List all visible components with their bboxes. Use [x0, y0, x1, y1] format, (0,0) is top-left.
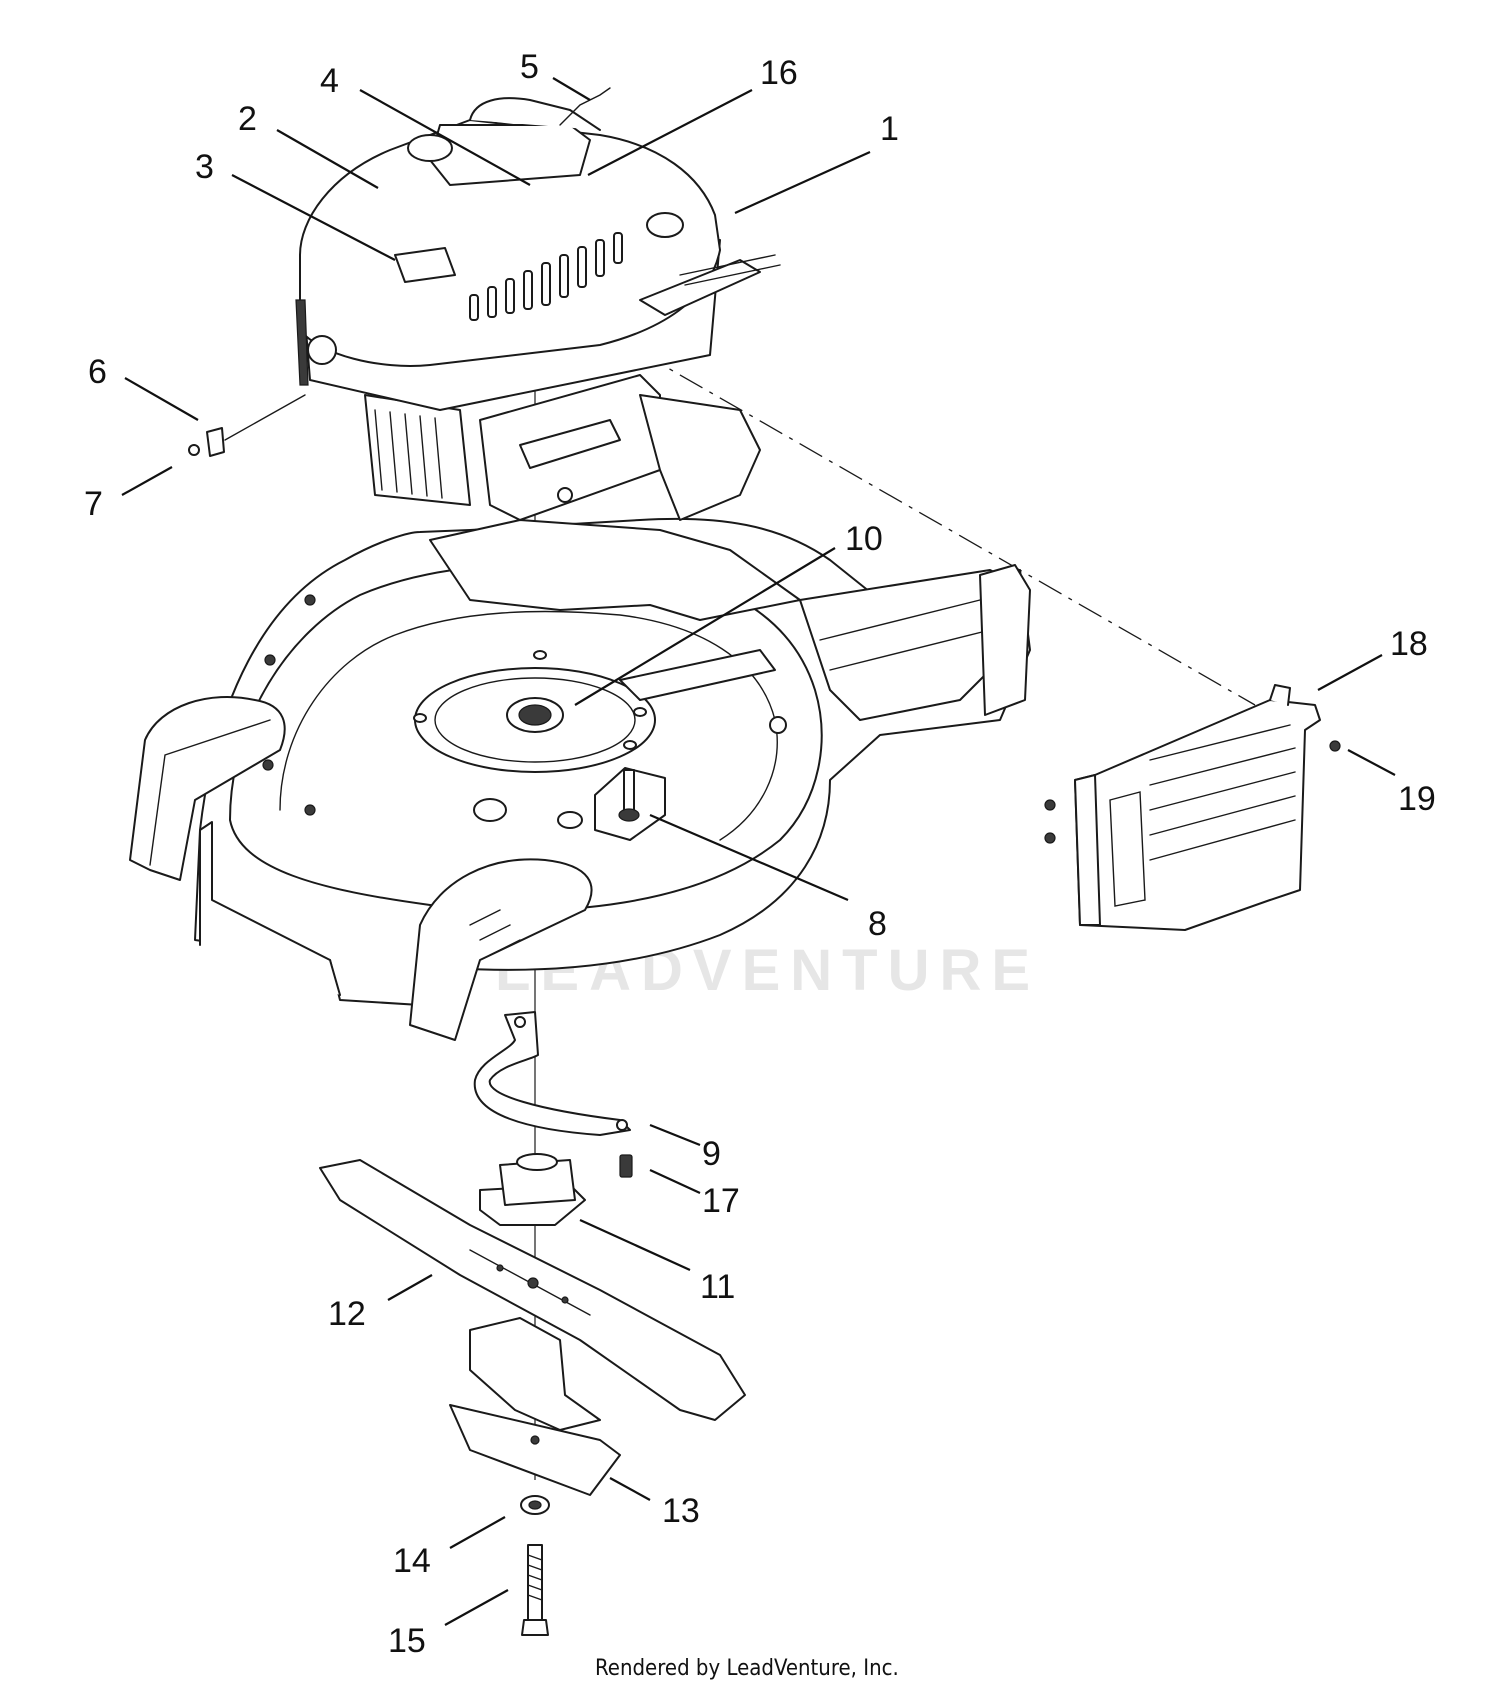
callout-14: 14: [393, 1542, 431, 1580]
part-6-axis: [224, 394, 306, 441]
callout-4: 4: [320, 62, 339, 100]
part-12-blade: [319, 1159, 746, 1421]
part-13-stiffener: [449, 1317, 621, 1496]
part-9-strap: [473, 1011, 631, 1136]
callout-12: 12: [328, 1295, 366, 1333]
part-6-bracket: [206, 427, 225, 457]
engine-assembly: [295, 87, 781, 521]
callout-15: 15: [388, 1622, 426, 1660]
callout-18: 18: [1390, 625, 1428, 663]
callout-8: 8: [868, 905, 887, 943]
part-7-screw: [188, 444, 200, 456]
callout-3: 3: [195, 148, 214, 186]
callout-labels: 1 2 3 4 5 6 7 8 9 10 11 12 13 14 15 16 1…: [84, 48, 1436, 1660]
callout-6: 6: [88, 353, 107, 391]
callout-13: 13: [662, 1492, 700, 1530]
callout-17: 17: [702, 1182, 740, 1220]
part-15-bolt: [521, 1544, 549, 1636]
part-17-screw: [619, 1154, 633, 1178]
vent-slots: [469, 232, 623, 321]
part-14-washer: [520, 1495, 550, 1515]
callout-11: 11: [700, 1268, 735, 1306]
part-18-rear-guard: [1074, 684, 1321, 931]
callout-1: 1: [880, 110, 899, 148]
credit-text: Rendered by LeadVenture, Inc.: [595, 1656, 899, 1681]
leader-lines: [121, 77, 1396, 1626]
callout-9: 9: [702, 1135, 721, 1173]
callout-5: 5: [520, 48, 539, 86]
callout-16: 16: [760, 54, 798, 92]
callout-19: 19: [1398, 780, 1436, 818]
callout-10: 10: [845, 520, 883, 558]
part-11-adapter: [479, 1153, 586, 1226]
callout-2: 2: [238, 100, 257, 138]
part-19-screws: [1044, 740, 1341, 844]
callout-7: 7: [84, 485, 103, 523]
part-8-bolt: [618, 769, 640, 822]
